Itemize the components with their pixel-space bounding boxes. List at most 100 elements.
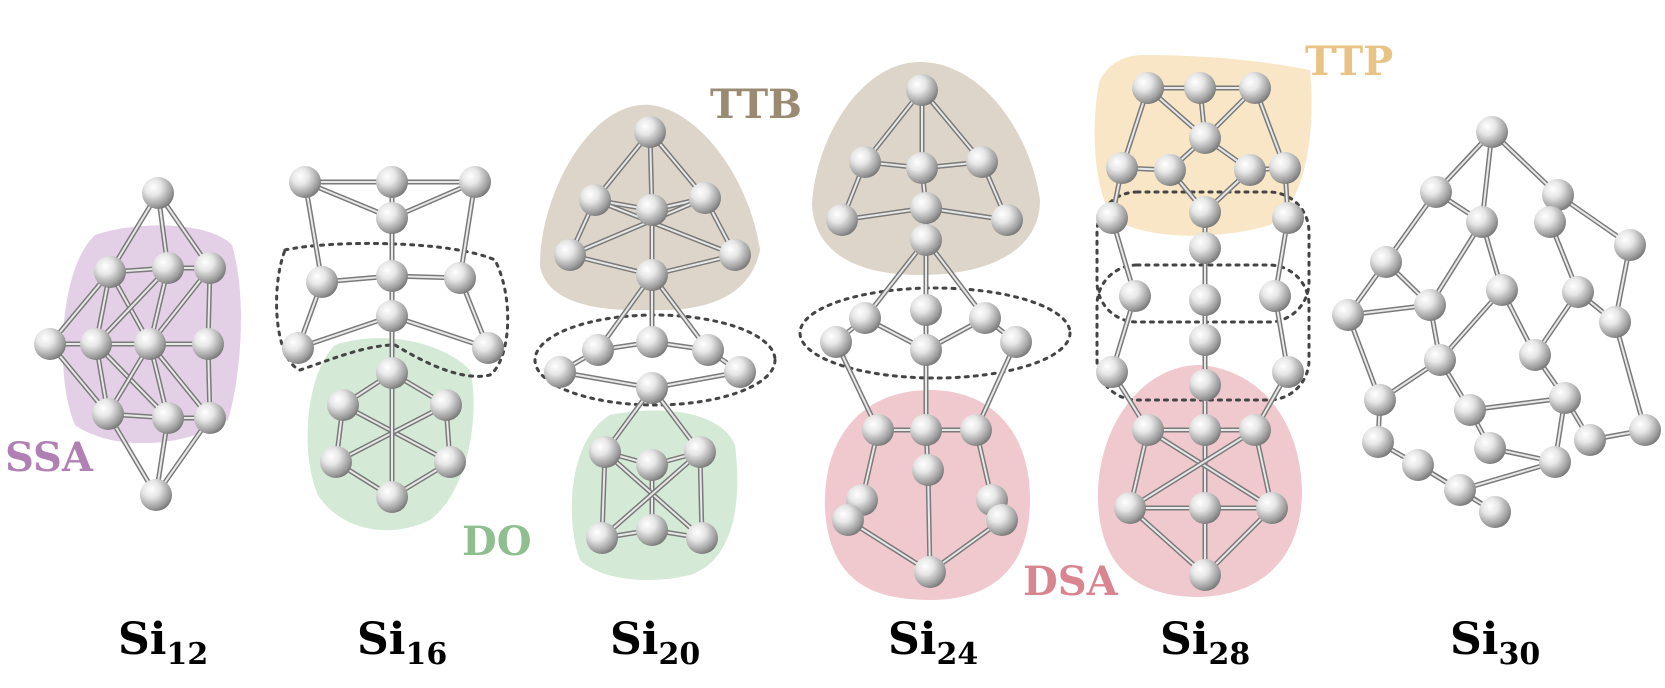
- si-atom: [430, 389, 462, 421]
- si-atom: [306, 266, 338, 298]
- bond-highlight: [925, 239, 986, 319]
- si-atom: [1106, 152, 1138, 184]
- si-atom: [1119, 280, 1151, 312]
- atoms: [34, 72, 1661, 591]
- si-atom: [1534, 206, 1566, 238]
- si-atom: [1599, 306, 1631, 338]
- si-atom: [719, 239, 751, 271]
- bond-highlight: [835, 341, 879, 431]
- si-atom: [910, 224, 942, 256]
- si-atom: [991, 204, 1023, 236]
- si-atom: [969, 302, 1001, 334]
- si-atom: [1414, 289, 1446, 321]
- si-atom: [636, 194, 668, 226]
- si-atom: [376, 357, 408, 389]
- bond-highlight: [1429, 221, 1483, 306]
- si-atom: [1364, 384, 1396, 416]
- si-atom: [1362, 426, 1394, 458]
- si-atom: [832, 504, 864, 536]
- si-atom: [1239, 72, 1271, 104]
- si-atom: [692, 334, 724, 366]
- si-atom: [1479, 496, 1511, 528]
- si-atom: [586, 522, 618, 554]
- si-atom: [1189, 324, 1221, 356]
- si-atom: [1189, 414, 1221, 446]
- si-atom: [434, 446, 466, 478]
- si-atom: [320, 446, 352, 478]
- si-atom: [152, 402, 184, 434]
- si-atom: [1476, 116, 1508, 148]
- si-atom: [140, 479, 172, 511]
- si30-atoms: [1332, 116, 1661, 528]
- bond-highlight: [459, 181, 476, 279]
- si-atom: [684, 436, 716, 468]
- si-atom: [912, 454, 944, 486]
- si-atom: [1402, 449, 1434, 481]
- si-atom: [914, 556, 946, 588]
- si-atom: [1259, 280, 1291, 312]
- cluster-label-si24: Si24: [888, 614, 979, 672]
- cluster-label-si30: Si30: [1450, 614, 1541, 672]
- si-atom: [1466, 206, 1498, 238]
- si-atom: [1269, 152, 1301, 184]
- si16-atoms: [282, 166, 504, 513]
- si-atom: [289, 166, 321, 198]
- bond-highlight: [975, 341, 1017, 431]
- si-atom: [849, 302, 881, 334]
- si-atom: [1096, 202, 1128, 234]
- si-atom: [472, 332, 504, 364]
- bond-highlight: [1147, 429, 1273, 509]
- si12-atoms: [34, 177, 226, 511]
- si-atom: [1000, 326, 1032, 358]
- si-atom: [579, 184, 611, 216]
- si-atom: [1132, 72, 1164, 104]
- si-atom: [1562, 276, 1594, 308]
- si-atom: [1189, 492, 1221, 524]
- si-atom: [960, 414, 992, 446]
- si-atom: [906, 152, 938, 184]
- si24-ring-outline: [798, 286, 1072, 380]
- si-atom: [1549, 382, 1581, 414]
- si20-atoms: [544, 116, 756, 554]
- bond-highlight: [297, 315, 393, 349]
- si-atom: [589, 436, 621, 468]
- cluster-label-si16: Si16: [357, 614, 448, 672]
- si-atom: [1189, 559, 1221, 591]
- bond-highlight: [927, 469, 931, 573]
- bond-highlight: [391, 315, 489, 349]
- si-atom: [1272, 202, 1304, 234]
- si-atom: [192, 328, 224, 360]
- si-atom: [1332, 299, 1364, 331]
- si-atom: [636, 514, 668, 546]
- dsa-label: DSA: [1023, 558, 1118, 605]
- si-atom: [282, 332, 314, 364]
- cluster-label-si20: Si20: [610, 614, 701, 672]
- si-atom: [1444, 474, 1476, 506]
- si-atom: [1234, 154, 1266, 186]
- bond-highlight: [149, 267, 211, 345]
- si-atom: [862, 414, 894, 446]
- bond-highlight: [847, 519, 931, 573]
- si-atom: [1370, 246, 1402, 278]
- si-atom: [1189, 232, 1221, 264]
- si-atom: [636, 259, 668, 291]
- si-atom: [636, 372, 668, 404]
- bond-highlight: [1614, 321, 1646, 431]
- si-atom: [986, 504, 1018, 536]
- si16-ring-outline: [275, 241, 510, 378]
- si28-atoms: [1096, 72, 1304, 591]
- si-atom: [544, 356, 576, 388]
- si-atom: [1454, 394, 1486, 426]
- bond-highlight: [1129, 429, 1256, 509]
- bond-highlight: [601, 451, 701, 539]
- si-atom: [1519, 339, 1551, 371]
- si-atom: [826, 204, 858, 236]
- si-atom: [1256, 492, 1288, 524]
- bond-highlight: [342, 404, 451, 463]
- si-atom: [376, 260, 408, 292]
- si-atom: [1189, 369, 1221, 401]
- si-atom: [1189, 284, 1221, 316]
- si-atom: [686, 522, 718, 554]
- bond-highlight: [95, 343, 169, 419]
- bond-highlight: [1129, 507, 1206, 576]
